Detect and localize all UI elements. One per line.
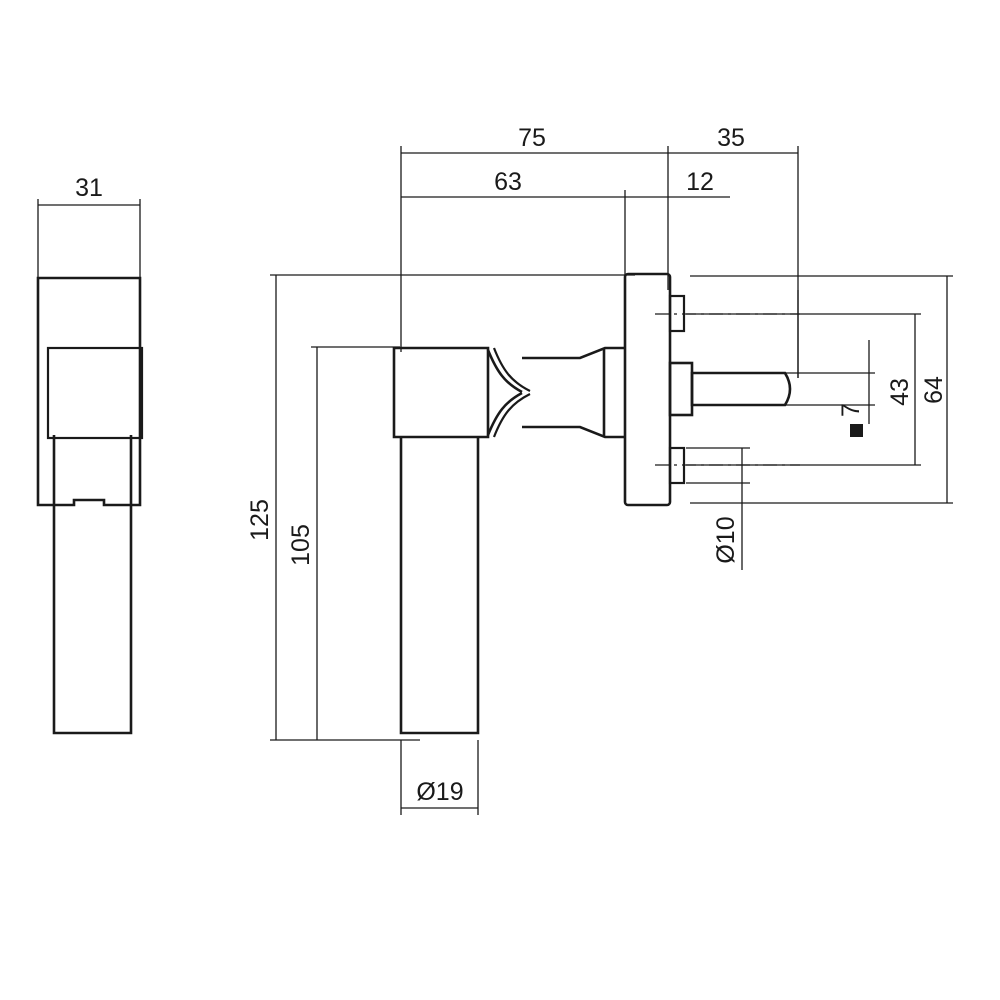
dimension-31: 31 bbox=[37, 174, 141, 280]
dimension-label-105: 105 bbox=[287, 524, 315, 566]
side-rosette-outline bbox=[36, 276, 142, 507]
front-view-group bbox=[392, 272, 792, 735]
dimension-label-43: 43 bbox=[886, 378, 914, 406]
neck-curve-lower-inner bbox=[492, 393, 531, 438]
dimension-label-31: 31 bbox=[75, 174, 103, 202]
dimension-label-75: 75 bbox=[518, 124, 546, 152]
lever-end-block bbox=[392, 346, 490, 439]
right-dimension-group: 64 43 7 bbox=[655, 275, 953, 504]
vertical-dimension-chain: 125 105 bbox=[246, 274, 635, 741]
dimension-label-10: Ø10 bbox=[712, 516, 740, 563]
dimension-label-7: 7 bbox=[837, 403, 865, 417]
lever-neck-shaft bbox=[522, 346, 625, 360]
grip-bar bbox=[399, 437, 480, 735]
dimension-label-125: 125 bbox=[246, 499, 274, 541]
dimension-label-63: 63 bbox=[494, 168, 522, 196]
dimension-label-12: 12 bbox=[686, 168, 714, 196]
side-view-group: 31 bbox=[36, 174, 144, 735]
side-rosette-inner-square bbox=[46, 346, 144, 440]
dimension-label-35: 35 bbox=[717, 124, 745, 152]
dimension-d10: Ø10 bbox=[686, 447, 750, 570]
lever-neck-shaft-lower bbox=[522, 425, 625, 439]
square-section-symbol bbox=[850, 424, 863, 437]
top-dimension-chain: 75 35 63 12 bbox=[400, 124, 799, 378]
neck-curve-upper-inner bbox=[492, 347, 531, 392]
neck-curve-upper bbox=[486, 349, 523, 394]
dimension-label-64: 64 bbox=[920, 376, 948, 404]
neck-curve-lower bbox=[486, 391, 523, 436]
spindle-boss bbox=[668, 361, 694, 417]
dimension-label-19: Ø19 bbox=[416, 778, 463, 806]
dimension-d19: Ø19 bbox=[400, 740, 479, 815]
rosette-plate bbox=[623, 272, 672, 507]
square-spindle bbox=[690, 371, 792, 407]
side-grip-outline bbox=[52, 435, 133, 735]
